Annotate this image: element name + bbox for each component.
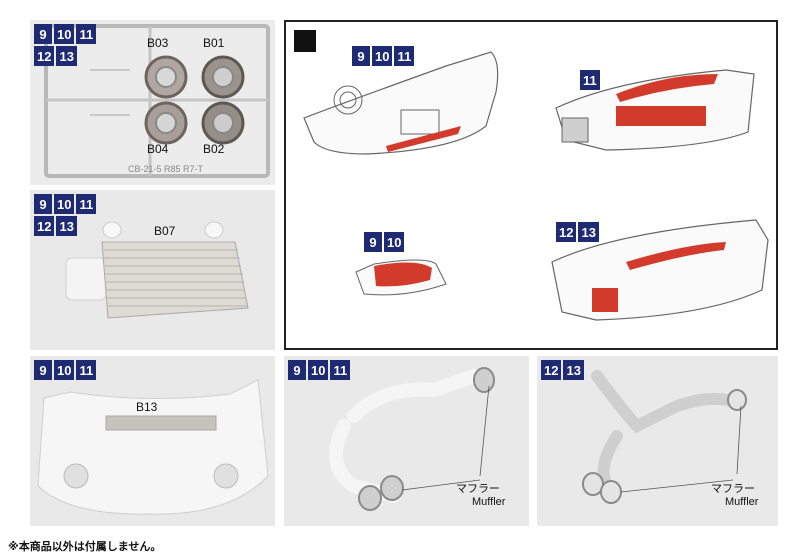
badge: 9	[34, 194, 52, 214]
badge: 9	[34, 360, 52, 380]
badge: 10	[54, 24, 75, 44]
badge: 11	[76, 24, 97, 44]
badge: 9	[288, 360, 306, 380]
callout-bumper-11: 11	[580, 70, 600, 90]
badge: 11	[580, 70, 600, 90]
muffler-a-label-jp: マフラー	[456, 483, 500, 495]
badge: 12	[556, 222, 577, 242]
muffler-a-illustration	[329, 367, 495, 511]
badge: 12	[34, 46, 55, 66]
badge: 9	[352, 46, 370, 66]
muffler-b-label-jp: マフラー	[711, 483, 755, 495]
intercooler-illustration	[65, 221, 249, 319]
part-label-b13: B13	[136, 400, 158, 414]
sprue-frame-illustration	[44, 24, 270, 178]
sprue-molded-text: CB-21-5 R85 R7-T	[128, 164, 204, 174]
muffler-a-label-en: Muffler	[472, 496, 506, 508]
muffler-b-label-en: Muffler	[725, 496, 759, 508]
badge: 10	[308, 360, 329, 380]
part-label-b02: B02	[203, 142, 225, 156]
badge: 11	[394, 46, 415, 66]
badge: 13	[56, 46, 77, 66]
badge: 10	[54, 360, 75, 380]
badge: 11	[76, 194, 97, 214]
grille-illustration	[37, 379, 269, 515]
muffler-b-illustration	[582, 370, 747, 504]
badge: 9	[34, 24, 52, 44]
brand-logo	[294, 30, 316, 52]
part-label-b07: B07	[154, 224, 176, 238]
footnote: ※本商品以外は付属しません。	[8, 540, 162, 553]
badge: 12	[34, 216, 55, 236]
badge: 10	[54, 194, 75, 214]
part-label-b04: B04	[147, 142, 169, 156]
badge: 11	[330, 360, 351, 380]
badge: 13	[56, 216, 77, 236]
badge: 9	[364, 232, 382, 252]
badge: 10	[372, 46, 393, 66]
part-label-b03: B03	[147, 36, 169, 50]
part-label-b01: B01	[203, 36, 225, 50]
badge: 12	[541, 360, 562, 380]
badge: 13	[563, 360, 584, 380]
bumper-line-drawings	[303, 51, 769, 321]
badge: 13	[578, 222, 599, 242]
badge: 11	[76, 360, 97, 380]
badge: 10	[384, 232, 405, 252]
